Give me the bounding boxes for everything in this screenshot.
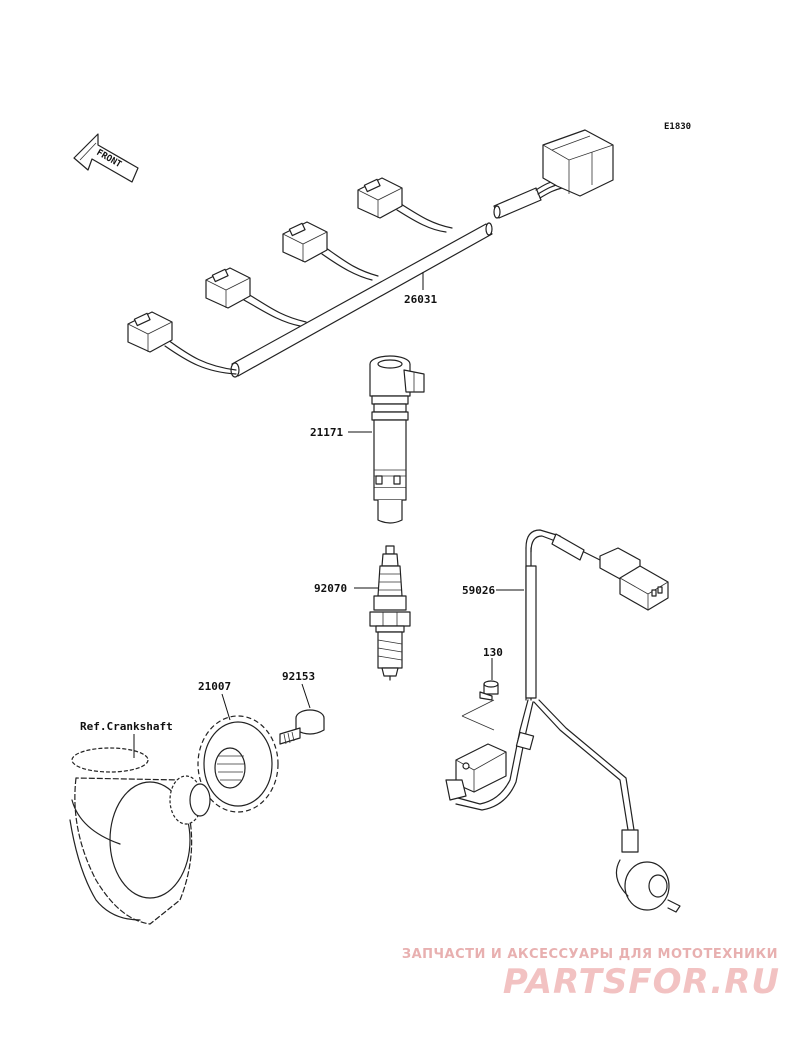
rotor-drawing [197, 693, 279, 813]
front-arrow-icon: FRONT [73, 133, 139, 183]
spark-plug-drawing [354, 545, 411, 681]
ignition-coil-drawing [348, 355, 425, 524]
diagram-code: E1830 [664, 122, 691, 132]
part-label-59026: 59026 [462, 584, 495, 597]
part-label-92070: 92070 [314, 582, 347, 595]
part-label-130: 130 [483, 646, 503, 659]
ref-label-crankshaft: Ref.Crankshaft [80, 720, 173, 733]
crankshaft-drawing [69, 734, 211, 925]
crank-sensor-drawing [445, 529, 681, 913]
part-label-92153: 92153 [282, 670, 315, 683]
part-label-21007: 21007 [198, 680, 231, 693]
flange-bolt-drawing [279, 683, 325, 745]
sensor-bolt-drawing [479, 658, 499, 701]
part-label-21171: 21171 [310, 426, 343, 439]
watermark-caption: ЗАПЧАСТИ И АКСЕССУАРЫ ДЛЯ МОТОТЕХНИКИ [401, 947, 778, 962]
part-label-26031: 26031 [404, 293, 437, 306]
watermark-logo: PARTSFOR.RU [502, 962, 780, 1002]
wiring-harness-drawing [127, 129, 614, 378]
